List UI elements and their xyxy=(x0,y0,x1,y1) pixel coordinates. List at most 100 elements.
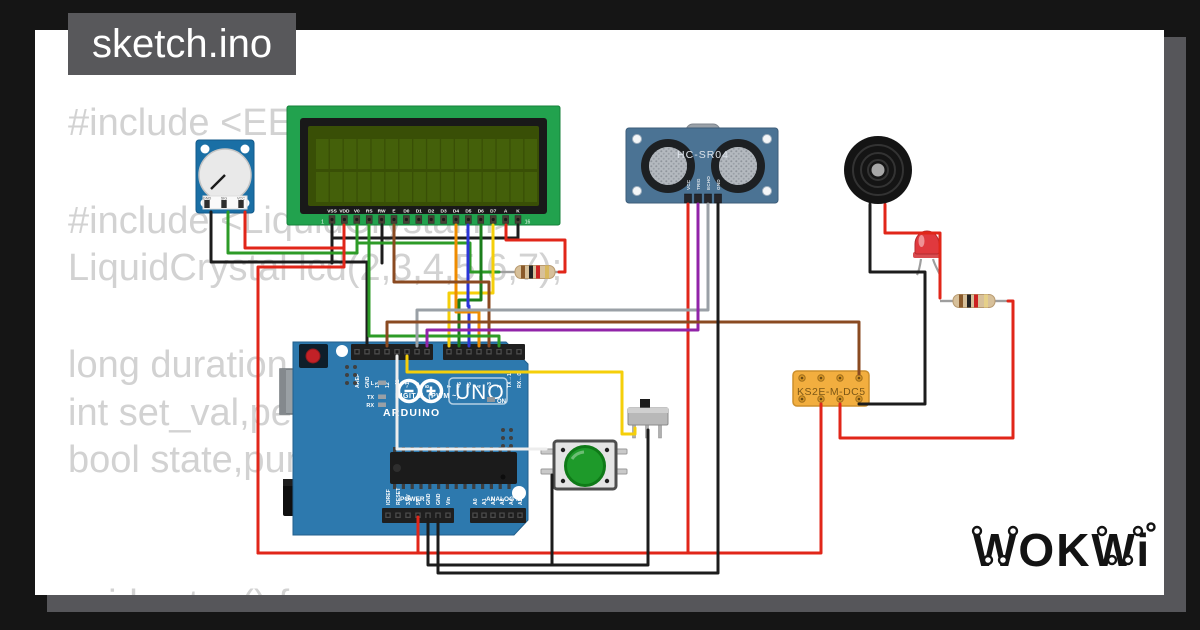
resistor-band xyxy=(984,294,988,308)
icsp-pin[interactable] xyxy=(501,428,505,432)
digital-header-left[interactable] xyxy=(351,344,433,360)
lcd-pin-hole xyxy=(392,217,396,222)
button-screw xyxy=(604,447,610,453)
icsp-pin[interactable] xyxy=(353,365,357,369)
lcd-pin-hole xyxy=(491,217,495,222)
analog-header[interactable] xyxy=(470,508,526,523)
red-led[interactable] xyxy=(913,230,942,276)
sonar-pin-TRIG[interactable] xyxy=(694,193,702,204)
icsp-pin[interactable] xyxy=(353,381,357,385)
pot-pin-VCC[interactable] xyxy=(238,200,244,208)
buzzer-center xyxy=(871,163,885,177)
lcd-cell xyxy=(441,139,454,169)
wire-pot-sig-to-lcd-v0[interactable] xyxy=(226,210,359,255)
arduino-pin-label: 3.3V xyxy=(406,494,412,505)
relay-pin-hole xyxy=(819,376,823,380)
icsp-pin[interactable] xyxy=(509,428,513,432)
chip-leg xyxy=(489,483,493,489)
lcd-pin-label: A xyxy=(504,209,508,215)
relay-ks2e[interactable]: KS2E-M-DC5 xyxy=(792,370,870,407)
button-cap[interactable] xyxy=(564,445,606,487)
resistor-lcd-backlight[interactable] xyxy=(499,265,566,279)
pot-pin-SIG[interactable] xyxy=(221,200,227,208)
lcd-cell xyxy=(524,139,538,169)
pushbutton[interactable] xyxy=(540,439,628,491)
wire-lcd-d5-to-pin5[interactable] xyxy=(466,223,471,348)
chip-leg xyxy=(410,483,414,489)
wire-pin10-to-switch[interactable] xyxy=(405,354,637,436)
switch-leg xyxy=(658,424,662,439)
icsp-pin[interactable] xyxy=(345,365,349,369)
lcd-cell xyxy=(482,139,496,169)
wire-pin11-to-button[interactable] xyxy=(395,354,548,451)
lcd-cell xyxy=(496,172,510,202)
buzzer-ring xyxy=(867,159,889,181)
lcd-cell xyxy=(427,172,440,202)
logo-node-ring xyxy=(971,525,983,537)
status-led-label: RX xyxy=(366,403,374,409)
button-leg xyxy=(540,468,555,475)
lcd-pin-hole xyxy=(466,217,470,222)
lcd-cell xyxy=(371,139,385,169)
icsp-pin[interactable] xyxy=(353,373,357,377)
digital-header-right[interactable] xyxy=(443,344,525,360)
wire-gnd-rail-2[interactable] xyxy=(436,202,720,575)
logo-node-ring xyxy=(1096,525,1108,537)
button-screw xyxy=(604,478,610,484)
wire-lcd-vdd-to-rail[interactable] xyxy=(256,223,346,555)
reset-button[interactable] xyxy=(305,348,321,364)
lcd-cell xyxy=(496,139,510,169)
arduino-pin-label: 2 xyxy=(497,385,503,388)
header-pin-hole xyxy=(500,513,504,517)
lcd-pin-hole xyxy=(417,217,421,222)
pot-pin-GND[interactable] xyxy=(204,200,210,208)
sonar-pin-ECHO[interactable] xyxy=(704,193,712,204)
buzzer[interactable] xyxy=(844,136,912,207)
switch-knob[interactable] xyxy=(640,399,650,410)
icsp-pin[interactable] xyxy=(501,436,505,440)
wire-lcd-k-gnd[interactable] xyxy=(331,223,520,240)
wire-pot-vcc[interactable] xyxy=(243,210,346,250)
resistor-led[interactable] xyxy=(940,294,1008,308)
header-pin-hole xyxy=(416,513,420,517)
lcd-pin-hole xyxy=(367,217,371,222)
relay-pin-hole xyxy=(857,376,861,380)
sketch-filename: sketch.ino xyxy=(92,22,273,66)
wire-sonar-echo-to-pin9[interactable] xyxy=(415,202,710,348)
sonar-pin-VCC[interactable] xyxy=(684,193,692,204)
wire-lcd-rs-to-pin2[interactable] xyxy=(367,223,501,348)
icsp-pin[interactable] xyxy=(345,373,349,377)
header-pin-hole xyxy=(426,513,430,517)
wire-lcd-e-to-pin3[interactable] xyxy=(392,223,491,348)
sonar-pin-GND[interactable] xyxy=(714,193,722,204)
wire-gnd-rail-1[interactable] xyxy=(426,428,650,567)
lcd-pin-label: D0 xyxy=(403,209,409,215)
sonar-transducer-left xyxy=(641,139,695,193)
wire-resistor-to-v0[interactable] xyxy=(356,241,501,274)
lcd-pin-label: VDD xyxy=(339,209,350,215)
icsp-pin[interactable] xyxy=(509,436,513,440)
lcd-pin-hole xyxy=(355,217,359,222)
icsp-pin[interactable] xyxy=(345,381,349,385)
wire-pin12-to-relay[interactable] xyxy=(385,320,861,376)
relay-pin-hole xyxy=(857,397,861,401)
wire-pot-gnd-to-arduino-gnd[interactable] xyxy=(209,210,369,347)
status-led xyxy=(378,394,386,399)
buzzer-ring xyxy=(852,144,904,196)
wire-buzzer-to-led[interactable] xyxy=(883,203,942,300)
wire-led-resistor-to-relay[interactable] xyxy=(838,299,1015,440)
lcd-cell xyxy=(455,172,468,202)
wire-buzzer-to-relay-com[interactable] xyxy=(857,203,927,406)
icsp-pin[interactable] xyxy=(501,444,505,448)
arduino-pin-label: A1 xyxy=(482,498,488,505)
lcd-cell xyxy=(343,139,357,169)
wire-lcd-a-to-resistor[interactable] xyxy=(504,223,567,274)
wire-lcd-d7-to-pin7[interactable] xyxy=(447,223,495,348)
wire-5v-rail[interactable] xyxy=(256,402,823,555)
wire-sonar-trig-to-pin8[interactable] xyxy=(425,202,700,348)
lcd-cell xyxy=(468,172,482,202)
